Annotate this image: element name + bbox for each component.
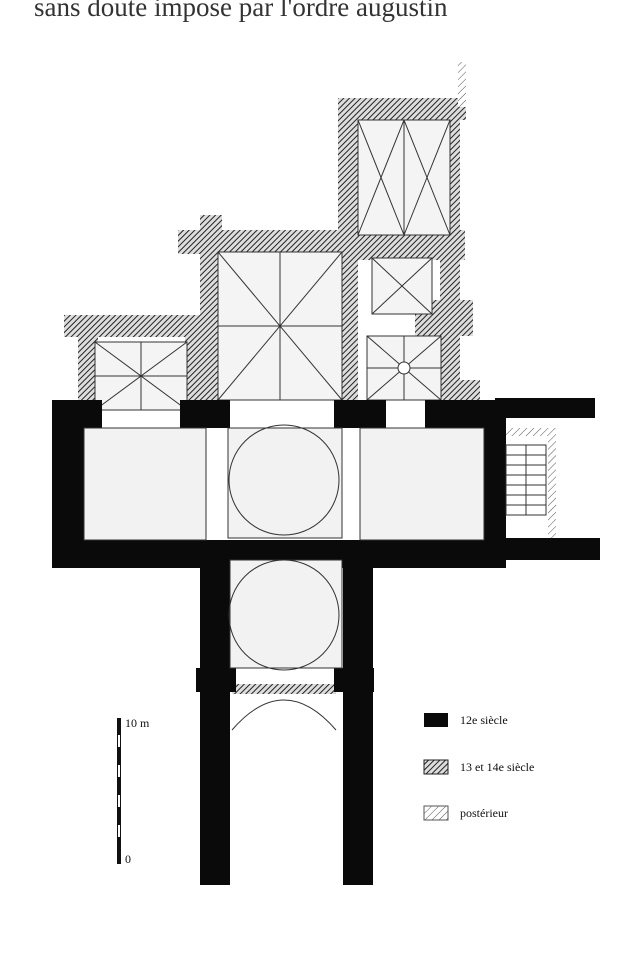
scale-bottom-label: 0 — [125, 852, 131, 866]
legend-swatch-12c — [424, 713, 448, 727]
legend-swatch-13-14c — [423, 759, 449, 775]
legend-label-later: postérieur — [460, 806, 508, 820]
page-caption-text: sans doute impose par l'ordre augustin — [34, 0, 448, 22]
upper-chapels — [94, 119, 451, 411]
scale-bar — [117, 718, 121, 864]
stair — [505, 444, 547, 516]
legend-label-13-14c: 13 et 14e siècle — [460, 760, 535, 774]
legend-label-12c: 12e siècle — [460, 713, 508, 727]
scale-top-label: 10 m — [125, 716, 150, 730]
black-walls-12c — [52, 398, 600, 885]
transept-nave-bays — [83, 424, 485, 731]
legend-swatch-later — [423, 805, 449, 821]
